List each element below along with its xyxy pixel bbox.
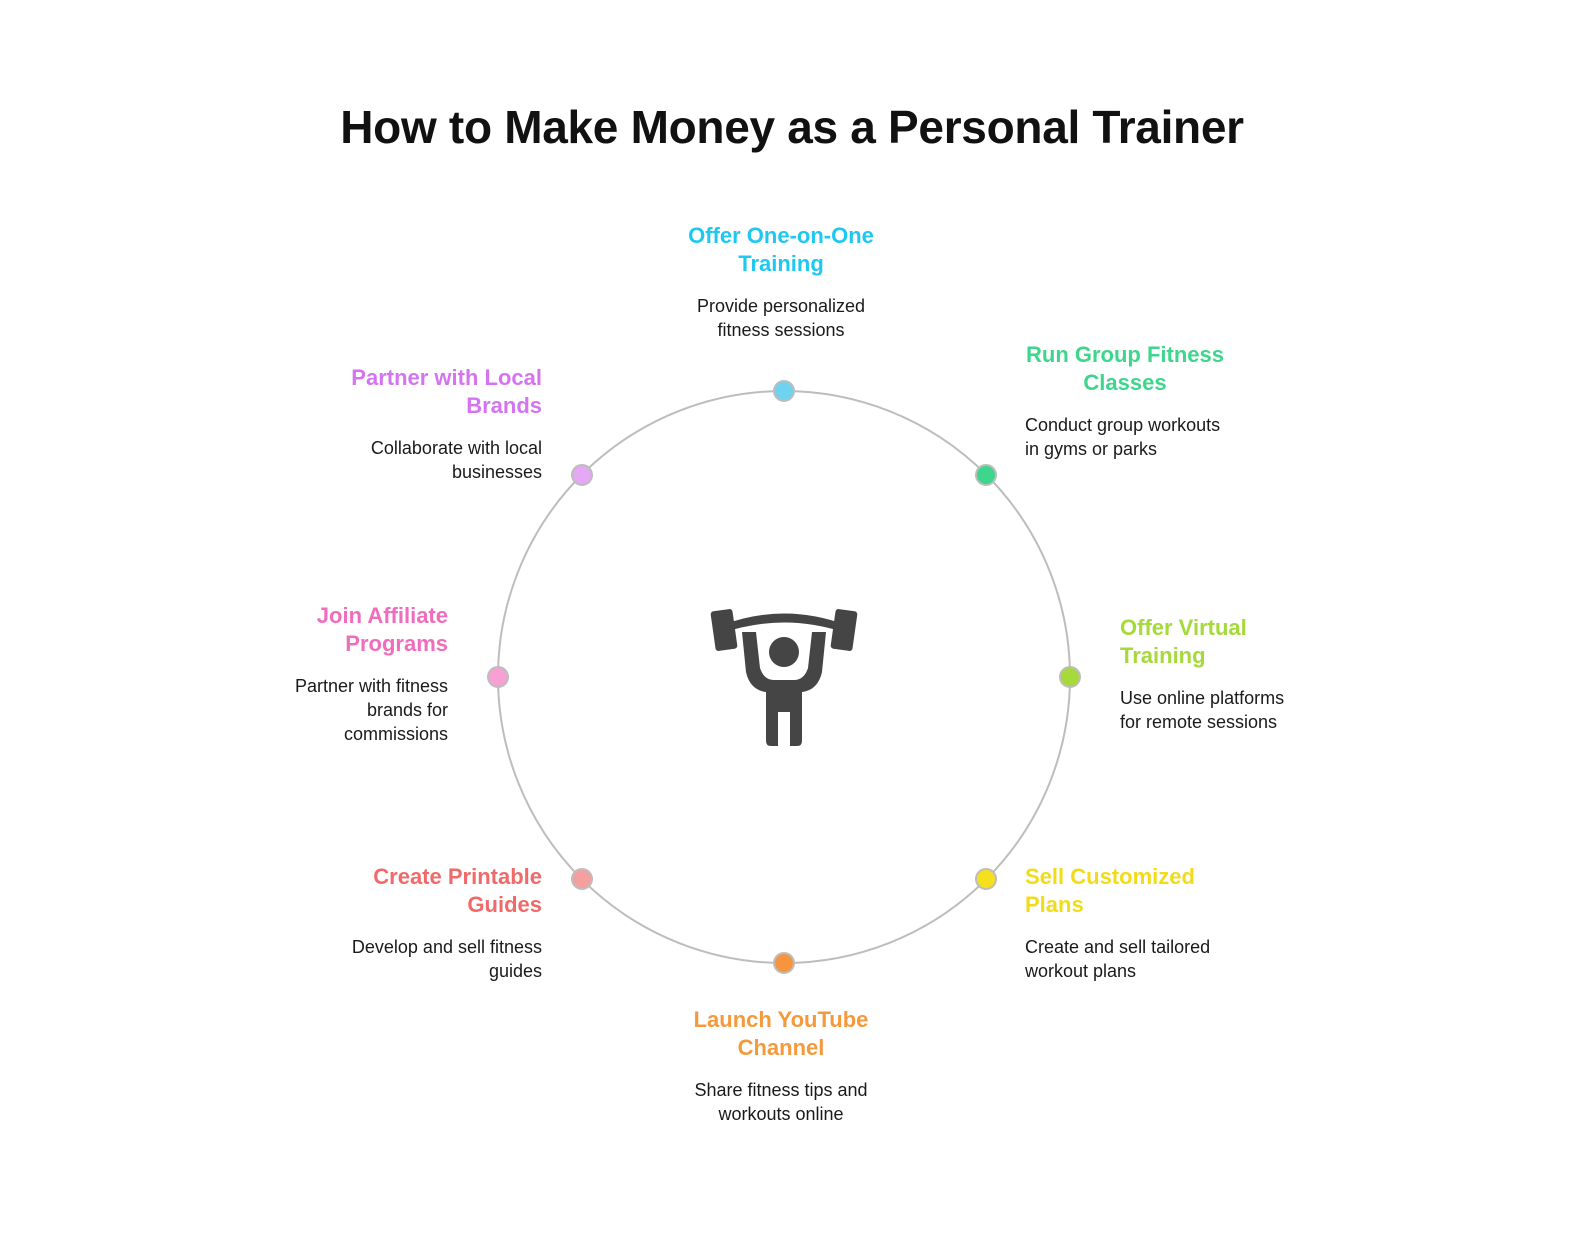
node-description: Create and sell tailored workout plans: [1025, 937, 1211, 981]
node-title: Create Printable Guides: [373, 864, 542, 917]
node-title: Offer One-on-One Training: [688, 223, 874, 276]
node-description: Partner with fitness brands for commissi…: [294, 676, 448, 744]
weightlifter-icon: [710, 609, 858, 746]
node-title: Offer Virtual Training: [1120, 615, 1247, 668]
node-title: Partner with Local Brands: [351, 365, 542, 418]
node-dot-customized-plans: [975, 868, 997, 890]
node-printable-guides: Create Printable Guides Develop and sell…: [342, 863, 542, 983]
page-title: How to Make Money as a Personal Trainer: [340, 101, 1244, 153]
node-dot-virtual-training: [1059, 666, 1081, 688]
node-youtube-channel: Launch YouTube Channel Share fitness tip…: [671, 1006, 891, 1126]
node-description: Develop and sell fitness guides: [351, 937, 542, 981]
node-affiliate-programs: Join Affiliate Programs Partner with fit…: [268, 602, 448, 746]
node-dot-affiliate-programs: [487, 666, 509, 688]
node-description: Provide personalized fitness sessions: [696, 296, 866, 340]
node-dot-youtube-channel: [773, 952, 795, 974]
node-dot-one-on-one: [773, 380, 795, 402]
node-description: Share fitness tips and workouts online: [694, 1080, 868, 1124]
node-title: Launch YouTube Channel: [693, 1007, 869, 1060]
node-dot-local-brands: [571, 464, 593, 486]
node-dot-printable-guides: [571, 868, 593, 890]
node-dot-group-fitness: [975, 464, 997, 486]
node-title: Run Group Fitness Classes: [1026, 342, 1224, 395]
node-customized-plans: Sell Customized Plans Create and sell ta…: [1025, 863, 1245, 983]
node-title: Join Affiliate Programs: [316, 603, 448, 656]
node-virtual-training: Offer Virtual Training Use online platfo…: [1120, 614, 1310, 734]
node-one-on-one: Offer One-on-One Training Provide person…: [671, 222, 891, 342]
node-description: Use online platforms for remote sessions: [1120, 688, 1285, 732]
node-description: Collaborate with local businesses: [370, 438, 542, 482]
node-title: Sell Customized Plans: [1025, 864, 1195, 917]
node-description: Conduct group workouts in gyms or parks: [1025, 415, 1221, 459]
node-group-fitness: Run Group Fitness Classes Conduct group …: [1015, 341, 1235, 461]
node-local-brands: Partner with Local Brands Collaborate wi…: [332, 364, 542, 484]
